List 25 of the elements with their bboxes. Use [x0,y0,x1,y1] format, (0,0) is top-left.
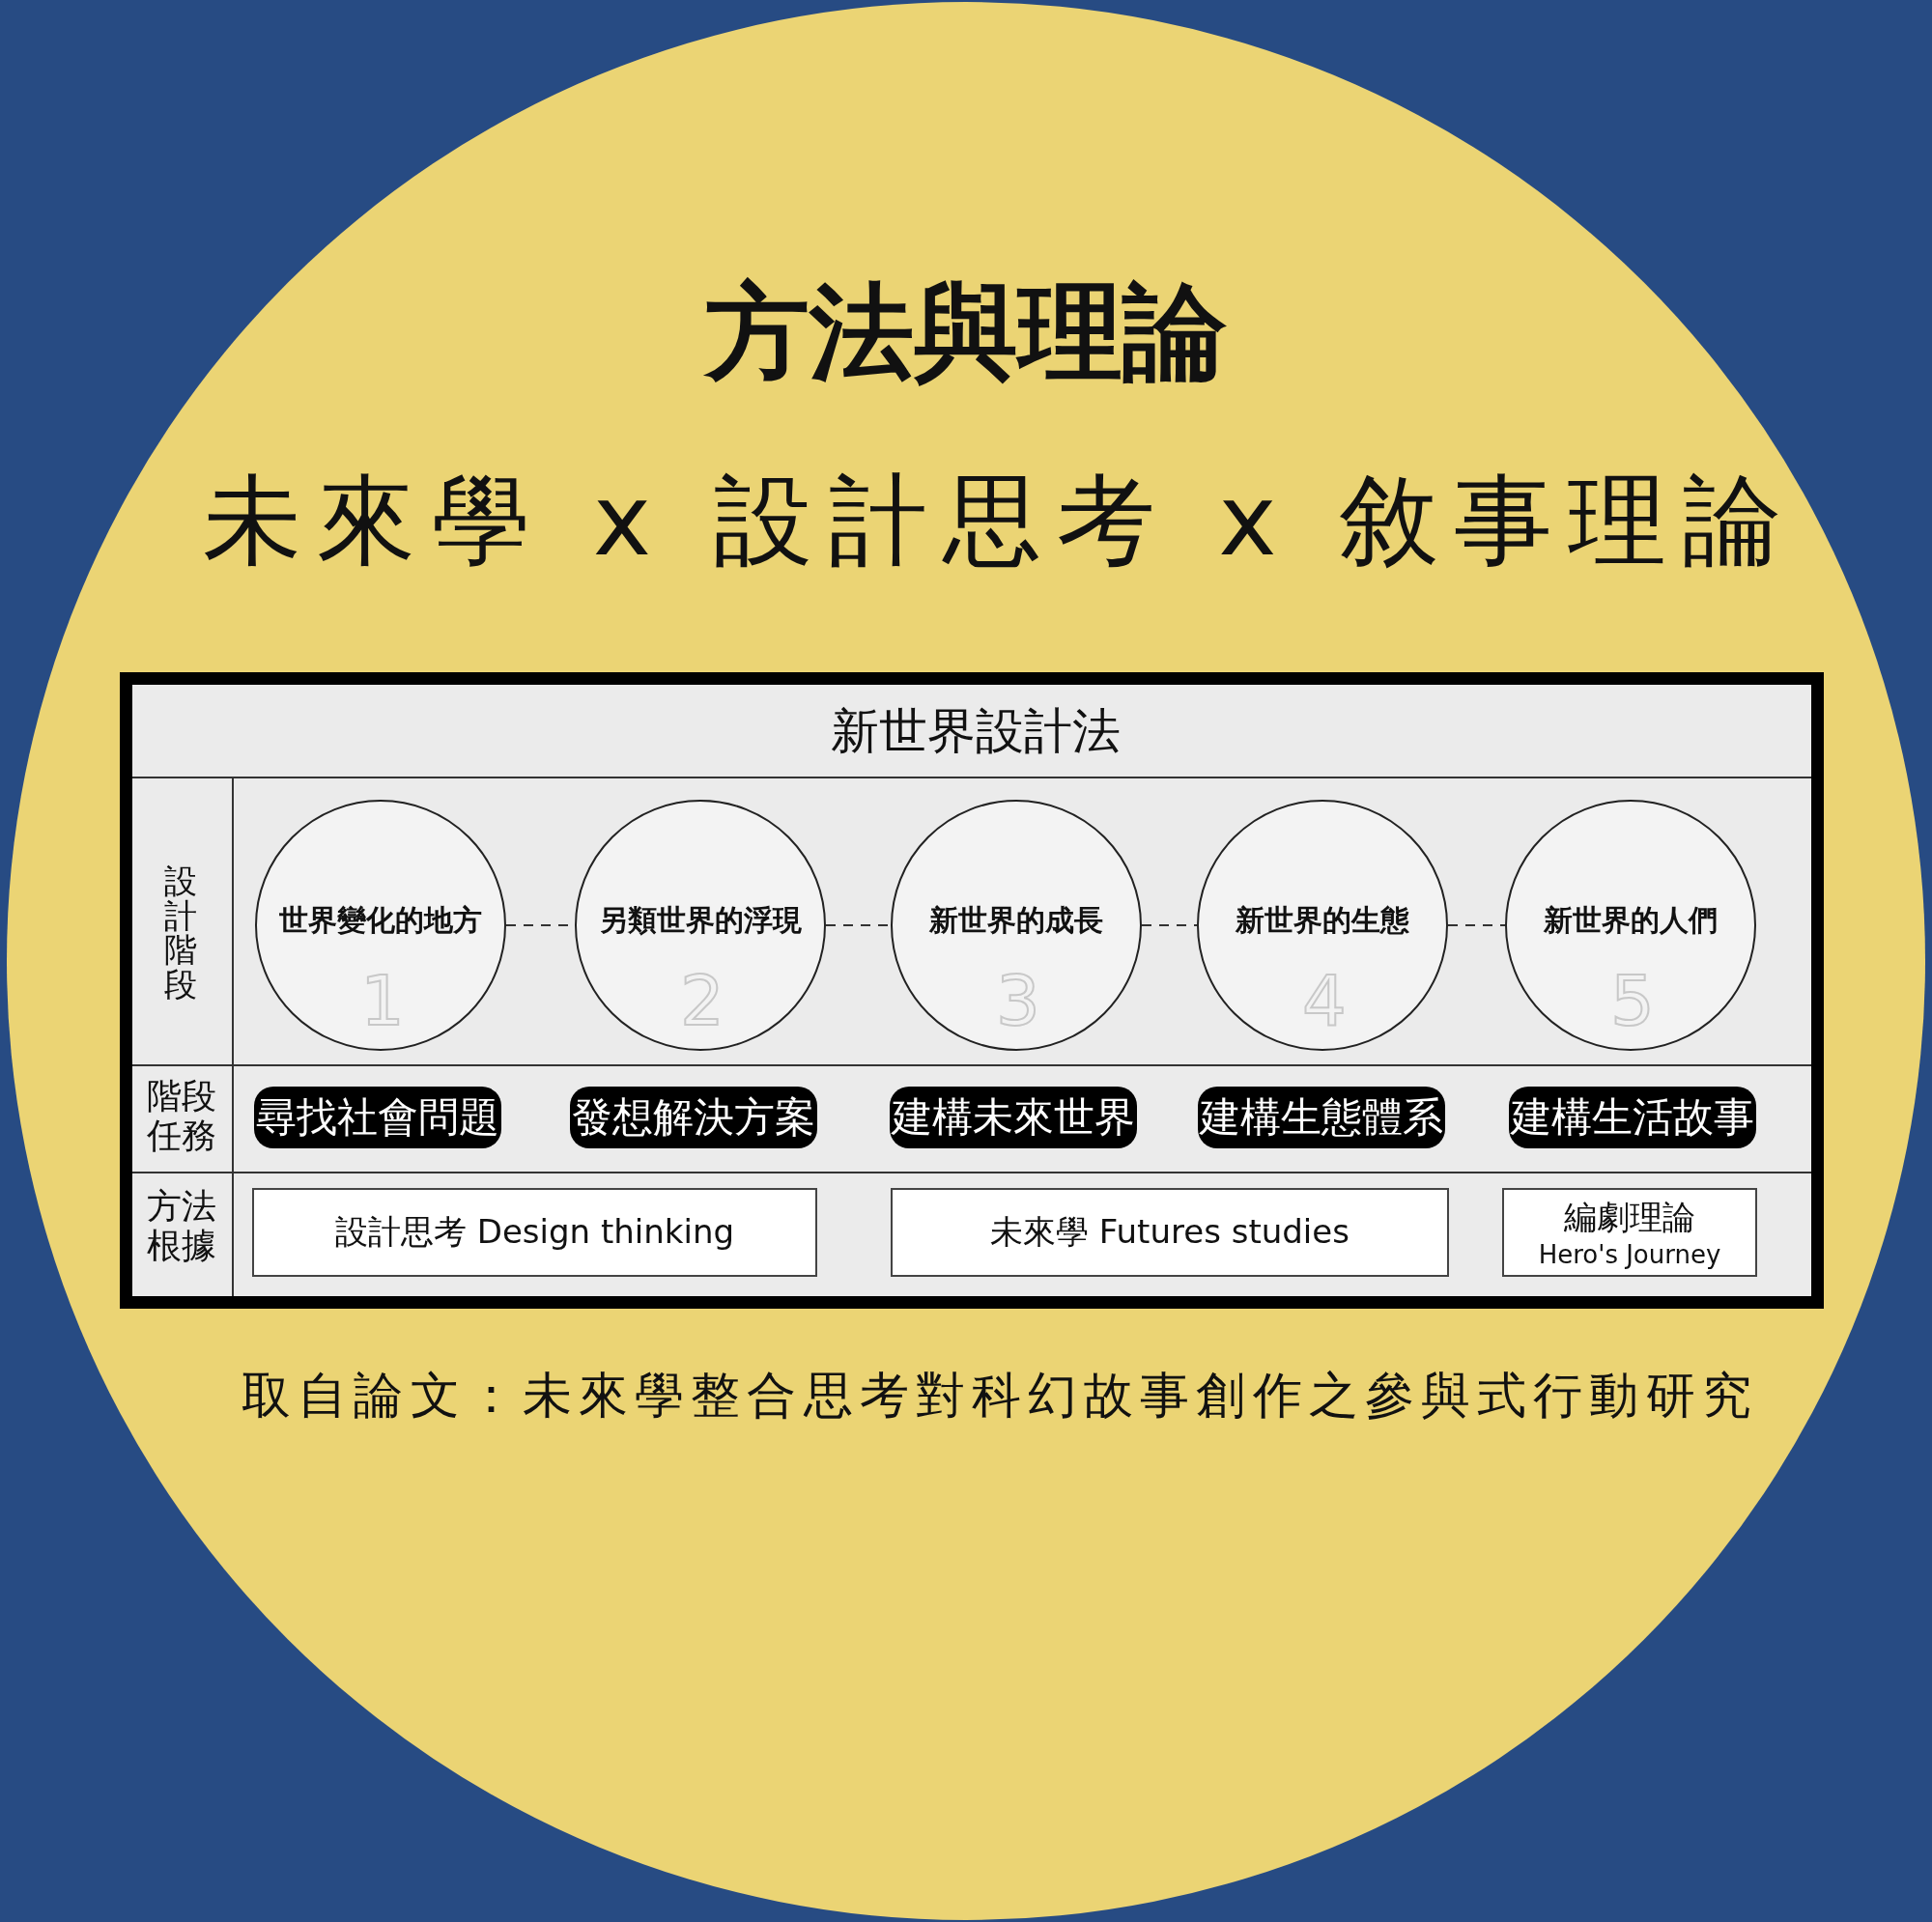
table-frame [120,672,1824,1309]
dashed-connector [1447,924,1506,926]
method-box [1502,1188,1757,1277]
method-box: 未來學 Futures studies [891,1188,1449,1277]
row-header: 設計階段 [163,864,198,1003]
caption: 取自論文：未來學整合思考對科幻故事創作之參與式行動研究 [241,1366,1759,1426]
dashed-connector [1141,924,1198,926]
stage-name: 另類世界的浮現 [598,902,803,939]
row-header: 階段任務 [146,1076,217,1156]
method-name: 編劇理論 [1563,1198,1696,1237]
method-subtitle: Hero's Journey [1537,1240,1722,1271]
task-pill: 建構生活故事 [1509,1087,1756,1148]
stage-name: 世界變化的地方 [278,902,483,939]
subtitle: 未來學 x 設計思考 x 敘事理論 [202,462,1798,579]
task-pill: 尋找社會問題 [254,1087,501,1148]
stage-name: 新世界的人們 [1543,902,1719,939]
stage-name: 新世界的生態 [1235,902,1410,939]
task-pill: 建構生態體系 [1198,1087,1445,1148]
title: 方法與理論 [702,275,1228,390]
table-heading: 新世界設計法 [831,702,1121,761]
task-pill: 建構未來世界 [890,1087,1137,1148]
method-box: 設計思考 Design thinking [252,1188,817,1277]
task-pill: 發想解決方案 [570,1087,817,1148]
row-header: 方法根據 [146,1186,217,1266]
stage-name: 新世界的成長 [928,902,1104,939]
